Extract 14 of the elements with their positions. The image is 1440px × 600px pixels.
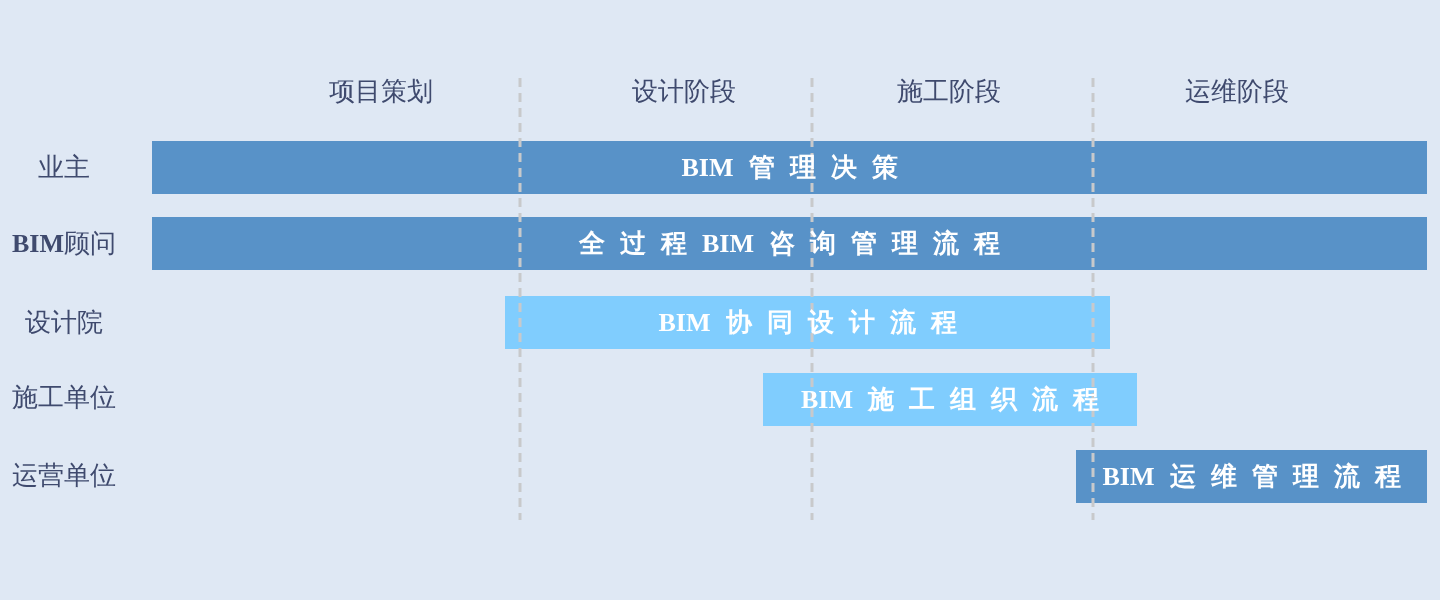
process-bar — [1076, 450, 1427, 503]
process-bar — [152, 141, 1427, 194]
role-label: 业主 — [38, 153, 90, 183]
phase-header: 设计阶段 — [632, 77, 736, 107]
phase-header: 运维阶段 — [1185, 77, 1289, 107]
process-bar — [505, 296, 1110, 349]
role-label: 施工单位 — [12, 383, 116, 413]
process-bar — [152, 217, 1427, 270]
phase-header: 施工阶段 — [897, 77, 1001, 107]
role-label: BIM顾问 — [12, 229, 116, 259]
phase-header: 项目策划 — [329, 77, 433, 107]
role-label: 设计院 — [25, 308, 103, 338]
process-bar — [763, 373, 1137, 426]
role-label: 运营单位 — [12, 461, 116, 491]
